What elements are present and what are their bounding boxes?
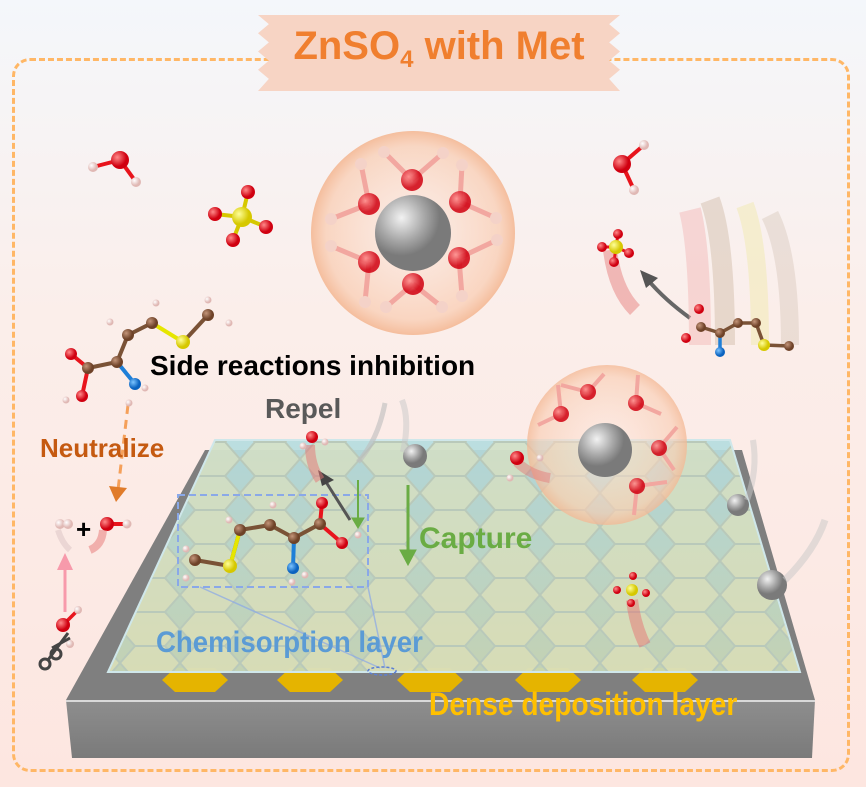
diagram-title: ZnSO4 with Met	[258, 24, 620, 74]
methionine-molecule	[62, 296, 233, 407]
moving-methionine	[679, 196, 799, 357]
dense-deposition-hexagons	[162, 668, 698, 692]
hydrogen-product	[55, 519, 73, 553]
title-suffix: with Met	[413, 24, 585, 68]
zinc-ion-droplet	[356, 398, 829, 600]
repelled-water-molecule	[299, 431, 329, 483]
sulfate-ion	[208, 185, 273, 247]
dense-deposition-layer-label: Dense deposition layer	[429, 686, 738, 722]
side-reactions-label: Side reactions inhibition	[150, 350, 476, 381]
water-molecule	[613, 140, 649, 195]
water-molecule	[88, 151, 141, 187]
water-molecule-on-surface	[506, 451, 551, 483]
moving-sulfate-ion	[597, 229, 641, 315]
title-subscript: 4	[400, 46, 414, 73]
capture-arrows	[351, 480, 417, 567]
hydroxide-product	[88, 517, 132, 554]
dissociating-water	[56, 606, 82, 648]
capture-label: Capture	[419, 522, 533, 555]
adsorption-site-marker	[367, 666, 397, 676]
adsorption-highlight-box	[177, 494, 369, 588]
dissociation-arrow	[57, 553, 73, 612]
neutralize-arrow	[109, 404, 130, 502]
adsorbed-methionine	[182, 497, 362, 586]
hydrated-zinc-ion-small	[527, 365, 687, 525]
repel-label: Repel	[265, 393, 342, 424]
plus-sign: +	[76, 514, 92, 544]
scissors-icon	[38, 632, 71, 671]
sulfate-ion-on-surface	[613, 572, 651, 648]
title-main: ZnSO	[293, 24, 401, 68]
chemisorption-layer-label: Chemisorption layer	[156, 626, 423, 659]
title-ribbon	[258, 15, 620, 91]
neutralize-label: Neutralize	[40, 433, 165, 463]
sulfate-attack-arrow	[640, 270, 692, 320]
hydrated-zinc-ion-large	[311, 131, 515, 335]
